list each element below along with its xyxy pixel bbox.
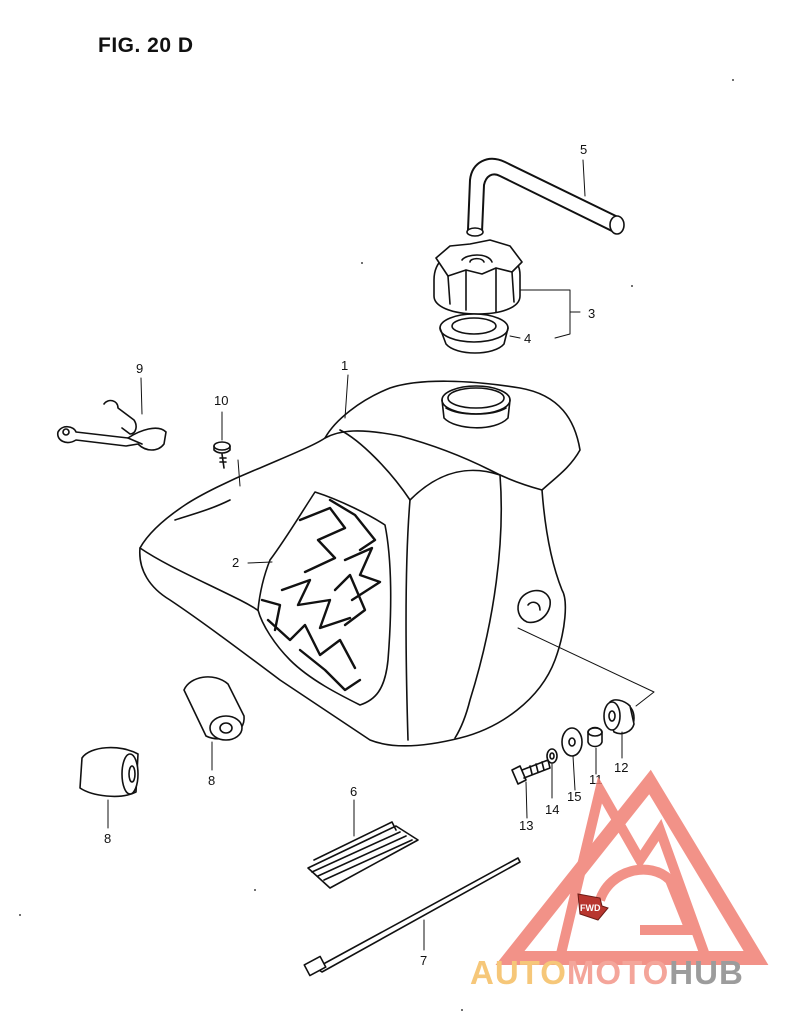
bolt (511, 759, 551, 785)
callout-10: 10 (214, 393, 228, 408)
callout-6: 6 (350, 784, 357, 799)
callout-4: 4 (524, 331, 531, 346)
watermark-brand: AUTOMOTOHUB (470, 954, 744, 991)
washer (546, 748, 558, 764)
callout-14: 14 (545, 802, 559, 817)
fwd-badge: FWD (577, 893, 609, 921)
bracket (56, 399, 167, 451)
watermark-moto: MOTO (567, 954, 669, 991)
fwd-badge-label: FWD (580, 903, 601, 913)
collar (587, 726, 603, 748)
callout-9: 9 (136, 361, 143, 376)
callout-7: 7 (420, 953, 427, 968)
large-washer (561, 727, 583, 757)
callout-5: 5 (580, 142, 587, 157)
leader-lines (107, 159, 655, 951)
grommet (603, 699, 635, 735)
fuel-tank (139, 380, 581, 747)
callout-15: 15 (567, 789, 581, 804)
callout-labels: 1 2 3 4 5 6 7 8 8 9 10 11 12 13 14 15 (104, 142, 628, 968)
figure-title: FIG. 20 D (98, 34, 194, 57)
tape (307, 821, 419, 889)
callout-3: 3 (588, 306, 595, 321)
svg-text:AUTOMOTOHUB: AUTOMOTOHUB (470, 954, 744, 991)
watermark-logo (495, 769, 769, 965)
cushion-upper (183, 676, 245, 741)
callout-12: 12 (614, 760, 628, 775)
cushion-lower (79, 746, 139, 798)
fuel-cap (433, 239, 523, 315)
cable-tie (303, 857, 521, 977)
cap-gasket (439, 313, 509, 354)
callout-2: 2 (232, 555, 239, 570)
callout-1: 1 (341, 358, 348, 373)
callout-13: 13 (519, 818, 533, 833)
callout-8-lower: 8 (104, 831, 111, 846)
callout-8-upper: 8 (208, 773, 215, 788)
breather-hose (466, 157, 625, 237)
watermark-auto: AUTO (470, 954, 567, 991)
watermark-hub: HUB (669, 954, 744, 991)
screw (213, 441, 231, 469)
scan-specks (19, 79, 734, 1011)
